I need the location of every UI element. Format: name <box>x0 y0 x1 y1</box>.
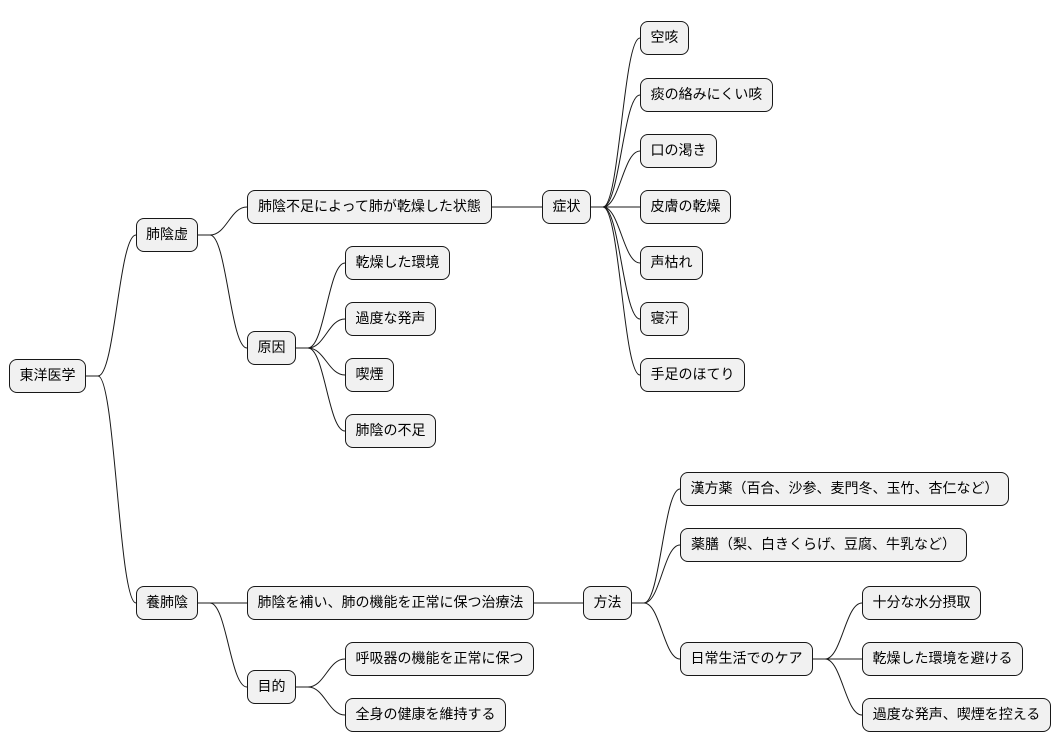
connector-m3-k1 <box>813 602 863 660</box>
connector-cause-c4 <box>296 347 346 432</box>
connector-root-youhaiin <box>86 375 137 604</box>
node-k1: 十分な水分摂取 <box>862 586 981 620</box>
node-c3: 喫煙 <box>345 358 394 392</box>
node-s6: 寝汗 <box>640 302 689 336</box>
node-method: 方法 <box>583 586 632 620</box>
node-c4: 肺陰の不足 <box>345 414 436 448</box>
node-k3: 過度な発声、喫煙を控える <box>862 698 1051 732</box>
node-cause: 原因 <box>247 331 296 365</box>
node-s5: 声枯れ <box>640 246 703 280</box>
connector-purpose-p1 <box>296 658 346 688</box>
connector-root-haiinkyo <box>86 234 137 377</box>
connector-method-m1 <box>632 488 681 604</box>
connector-haiinkyo-cause <box>198 234 248 349</box>
connector-youhaiin-purpose <box>198 602 248 688</box>
connector-cause-c1 <box>296 262 346 349</box>
node-p2: 全身の健康を維持する <box>345 698 506 732</box>
node-symptoms: 症状 <box>542 190 591 224</box>
connector-symptoms-s1 <box>591 37 641 208</box>
node-m1: 漢方薬（百合、沙参、麦門冬、玉竹、杏仁など） <box>680 472 1009 506</box>
connector-method-m3 <box>632 602 681 660</box>
node-s2: 痰の絡みにくい咳 <box>640 78 773 112</box>
connector-symptoms-s6 <box>591 206 641 320</box>
node-c1: 乾燥した環境 <box>345 246 450 280</box>
node-purpose: 目的 <box>247 670 296 704</box>
connector-symptoms-s5 <box>591 206 641 264</box>
connector-method-m2 <box>632 544 681 604</box>
node-s4: 皮膚の乾燥 <box>640 190 731 224</box>
connector-cause-c3 <box>296 347 346 376</box>
node-haiinkyo: 肺陰虚 <box>136 218 198 252</box>
node-p1: 呼吸器の機能を正常に保つ <box>345 642 534 676</box>
connector-m3-k3 <box>813 658 863 716</box>
node-c2: 過度な発声 <box>345 302 436 336</box>
node-s1: 空咳 <box>640 21 689 55</box>
node-root: 東洋医学 <box>9 359 86 393</box>
connector-purpose-p2 <box>296 686 346 716</box>
node-s3: 口の渇き <box>640 134 717 168</box>
connector-symptoms-s3 <box>591 150 641 208</box>
connector-haiinkyo-def <box>198 206 248 236</box>
node-m2: 薬膳（梨、白きくらげ、豆腐、牛乳など） <box>680 528 967 562</box>
connector-cause-c2 <box>296 318 346 349</box>
connector-symptoms-s2 <box>591 94 641 208</box>
node-k2: 乾燥した環境を避ける <box>862 642 1023 676</box>
node-youhaiin: 養肺陰 <box>136 586 198 620</box>
node-m3: 日常生活でのケア <box>680 642 813 676</box>
node-def: 肺陰不足によって肺が乾燥した状態 <box>247 190 492 224</box>
node-treat: 肺陰を補い、肺の機能を正常に保つ治療法 <box>247 586 534 620</box>
node-s7: 手足のほてり <box>640 358 745 392</box>
connector-symptoms-s7 <box>591 206 641 376</box>
